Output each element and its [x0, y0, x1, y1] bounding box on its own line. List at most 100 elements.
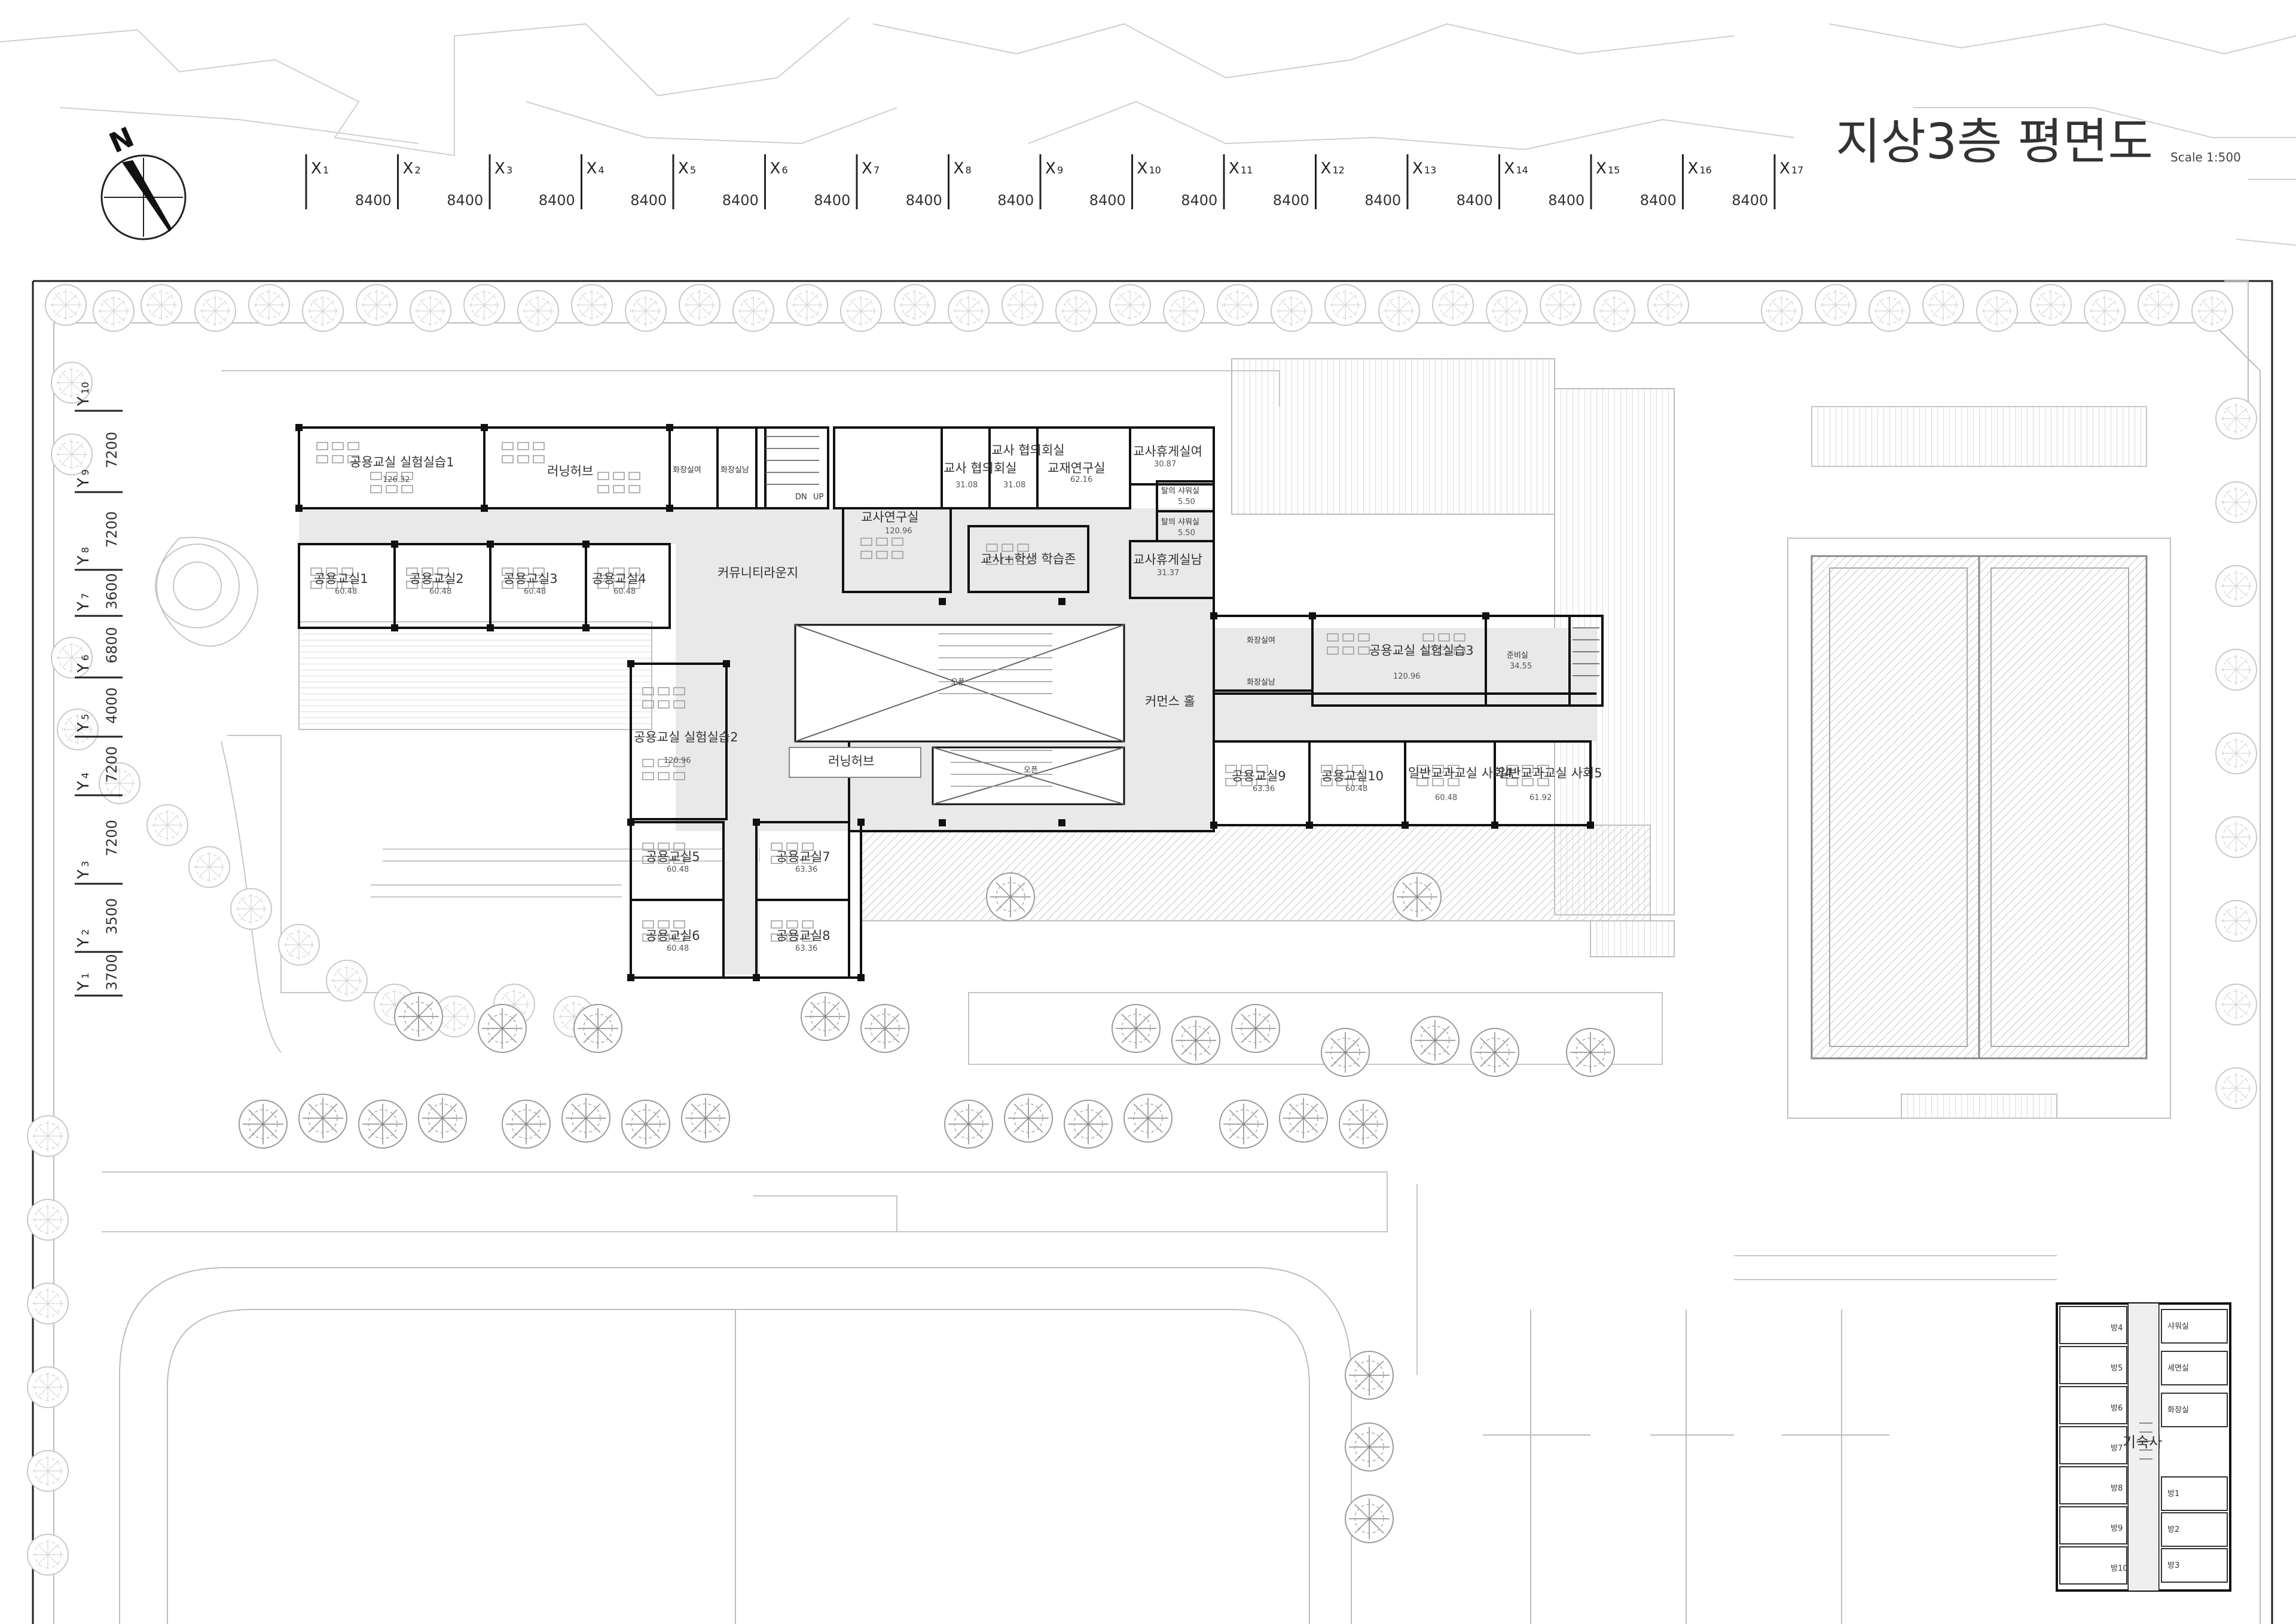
x-grid-dimension: 8400 [1640, 192, 1677, 209]
y-grid-letter: Y [75, 981, 93, 991]
room-area: 5.50 [1178, 529, 1195, 538]
context-surroundings [0, 17, 2296, 246]
x-grid-dimension: 8400 [447, 192, 483, 209]
y-grid-dimension: 7200 [103, 511, 120, 548]
room-area: 60.48 [335, 587, 357, 596]
stair-label: UP [813, 493, 824, 502]
x-grid-letter: X [1412, 160, 1423, 178]
room-area: 60.48 [524, 587, 546, 596]
x-grid-letter: X [494, 160, 505, 178]
y-grid-dimension: 6800 [103, 627, 120, 663]
x-grid-dimension: 8400 [539, 192, 575, 209]
dorm-room-label: 방9 [2111, 1524, 2123, 1533]
room-label: 교사 협의회실 [991, 443, 1065, 457]
y-grid-label: 6 [80, 655, 91, 661]
x-grid-letter: X [678, 160, 689, 178]
stair-label: DN [795, 493, 807, 502]
x-grid-letter: X [1045, 160, 1056, 178]
x-grid-dimension: 8400 [1457, 192, 1493, 209]
drawing-title: 지상3층 평면도 [1836, 114, 2153, 170]
x-grid-dimension: 8400 [1273, 192, 1309, 209]
y-grid-axis: Y1Y2Y3Y4Y5Y6Y7Y8Y9Y103700350072007200400… [75, 382, 123, 997]
x-grid-dimension: 8400 [1089, 192, 1126, 209]
room-label: 준비실 [1507, 651, 1528, 660]
room-label: 탈의 샤워실 [1161, 518, 1199, 527]
room-label: 교사휴게실남 [1133, 552, 1202, 567]
room-label: 공용교실 실험실습3 [1369, 643, 1474, 658]
dormitory-label: 기숙사 [2123, 1434, 2162, 1451]
dorm-room [2059, 1346, 2127, 1384]
room-label: 공용교실8 [776, 929, 831, 943]
x-grid-dimension: 8400 [997, 192, 1034, 209]
room-label: 교사연구실 [861, 510, 919, 524]
x-grid-label: 13 [1424, 164, 1436, 176]
room-area: 63.36 [795, 944, 817, 953]
deck-west [298, 621, 652, 730]
x-grid-letter: X [1137, 160, 1148, 178]
room-label: 공용교실7 [776, 850, 831, 864]
x-grid-label: 9 [1057, 164, 1063, 176]
room-area: 120.96 [885, 527, 912, 536]
x-grid-label: 5 [690, 164, 696, 176]
dorm-room-label: 방6 [2111, 1404, 2123, 1413]
dorm-room [2059, 1426, 2127, 1464]
y-grid-letter: Y [75, 869, 93, 880]
room-label: 탈의 샤워실 [1161, 487, 1199, 496]
room-label: 공용교실10 [1321, 769, 1384, 783]
room-label: 화장실남 [1247, 678, 1275, 687]
dorm-room-label: 방10 [2111, 1564, 2128, 1573]
sports-field [119, 1267, 1889, 1624]
y-grid-label: 7 [80, 593, 91, 599]
dorm-room-label: 화장실 [2167, 1406, 2189, 1415]
parking-strip [1811, 406, 2147, 467]
room-area: 120.96 [664, 756, 691, 765]
dorm-room-label: 방7 [2111, 1444, 2123, 1453]
room-label: 교재연구실 [1048, 461, 1106, 475]
room-area: 60.48 [429, 587, 451, 596]
y-grid-dimension: 3700 [103, 954, 120, 990]
room-label: 공용교실5 [646, 850, 700, 864]
north-label: N [105, 121, 139, 160]
x-grid-letter: X [403, 160, 414, 178]
dorm-room-label: 샤워실 [2167, 1322, 2189, 1331]
x-grid-dimension: 8400 [1181, 192, 1217, 209]
room-label: 교사 협의회실 [944, 461, 1017, 475]
x-grid-letter: X [587, 160, 597, 178]
room-label: 교사+학생 학습존 [981, 552, 1076, 566]
x-grid-label: 4 [599, 164, 604, 176]
room-label: 공용교실2 [410, 572, 464, 586]
y-grid-letter: Y [75, 938, 93, 948]
y-grid-letter: Y [75, 478, 93, 488]
dorm-room-label: 방8 [2111, 1484, 2123, 1493]
x-grid-dimension: 8400 [722, 192, 759, 209]
x-grid-dimension: 8400 [814, 192, 850, 209]
x-grid-label: 1 [323, 164, 329, 176]
room-label: 공용교실3 [503, 572, 558, 586]
dormitory-left-rooms: 방4 방5 방6 방7 방8 방9 방10 [2059, 1306, 2128, 1585]
dorm-room [2161, 1476, 2228, 1511]
dorm-room [2059, 1506, 2127, 1544]
room-area: 31.08 [1003, 481, 1025, 490]
x-grid-letter: X [1229, 160, 1239, 178]
x-grid-letter: X [1596, 160, 1607, 178]
y-grid-label: 4 [80, 773, 91, 779]
y-grid-letter: Y [75, 663, 93, 673]
dorm-room-label: 방5 [2111, 1364, 2123, 1373]
deck-north [1231, 358, 1555, 515]
room-label: 화장실여 [673, 466, 701, 475]
y-grid-label: 3 [80, 861, 91, 867]
y-grid-label: 5 [80, 714, 91, 720]
dorm-room [2059, 1466, 2127, 1504]
room-area: 120.96 [1393, 672, 1421, 681]
dorm-room [2161, 1309, 2228, 1344]
x-grid-label: 8 [966, 164, 972, 176]
gymnasium-roof [1787, 538, 2171, 1119]
dorm-room-label: 방4 [2111, 1324, 2123, 1333]
y-grid-label: 9 [80, 469, 91, 475]
x-grid-letter: X [1688, 160, 1699, 178]
x-grid-dimension: 8400 [1732, 192, 1768, 209]
y-grid-letter: Y [75, 555, 93, 566]
